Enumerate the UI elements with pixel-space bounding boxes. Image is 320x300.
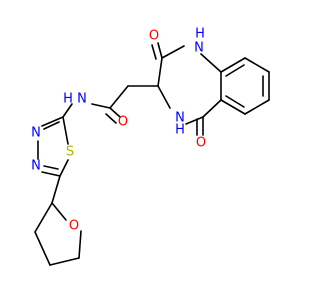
bond-camide-o-double xyxy=(105,113,117,124)
molecule-diagram: O H N N H O H N O N N S O xyxy=(31,27,270,266)
atom-labels: O H N N H O H N O N N S O xyxy=(31,27,206,234)
bond-c3-n4 xyxy=(157,85,171,109)
atom-o-amide: O xyxy=(118,115,128,130)
bond-thia-s-c2 xyxy=(62,116,69,145)
bond-benzene-6-inner xyxy=(225,64,245,77)
bond-thia-n4-c5-double xyxy=(43,165,59,170)
atom-s-thiadiazole: S xyxy=(66,145,74,160)
atom-h-ring-top: H xyxy=(195,27,205,42)
atom-n-thiadiazole-left: N xyxy=(31,126,41,141)
bond-camide-o xyxy=(109,107,121,118)
atom-n-thiadiazole-bottom: N xyxy=(31,159,41,174)
molecule-structure-canvas: O H N N H O H N O N N S O xyxy=(31,27,270,266)
bond-benzene-4-inner xyxy=(225,95,245,108)
bond-thf-1 xyxy=(51,202,67,221)
bond-c2-o-double xyxy=(151,44,157,60)
atom-n-amide: N xyxy=(77,92,87,107)
bond-benzene-6 xyxy=(220,57,246,73)
bond-benz-to-n1 xyxy=(200,53,222,73)
bond-benzene-1 xyxy=(244,57,270,73)
bond-c5-benz xyxy=(202,99,222,118)
atom-h-amide: H xyxy=(63,92,73,107)
bond-c2-o xyxy=(157,42,163,59)
bond-thia-c5-s xyxy=(59,159,69,177)
bond-thf-2 xyxy=(78,230,82,259)
bond-namide-c2thiadiazole xyxy=(62,103,73,118)
atom-o-thf: O xyxy=(69,219,79,234)
bond-thf-3 xyxy=(49,257,80,266)
bond-c2-c3 xyxy=(157,57,163,87)
bond-n1-c2 xyxy=(161,45,185,59)
bond-thia-c2-n3 xyxy=(41,116,64,127)
atom-o-ring-carbonyl-top: O xyxy=(149,29,159,44)
bond-n4-c5 xyxy=(185,116,204,125)
bond-thf-4 xyxy=(34,231,51,266)
bond-thia-c5-thf xyxy=(51,175,61,204)
bond-benzene-4 xyxy=(220,99,246,115)
atom-n-ring-bottom: N xyxy=(175,111,185,126)
atom-n-ring-top: N xyxy=(194,41,204,56)
bond-ch2-camide xyxy=(109,85,129,109)
bond-camide-n xyxy=(91,103,111,109)
bond-benzene-3 xyxy=(244,99,270,115)
bond-thia-c2-n3-double xyxy=(43,121,60,130)
bonds xyxy=(34,42,270,266)
atom-o-ring-carbonyl-bottom: O xyxy=(196,136,206,151)
bond-thf-5 xyxy=(34,202,53,233)
bond-thia-n4-c5 xyxy=(41,171,61,177)
atom-h-ring-bottom: H xyxy=(175,123,185,138)
